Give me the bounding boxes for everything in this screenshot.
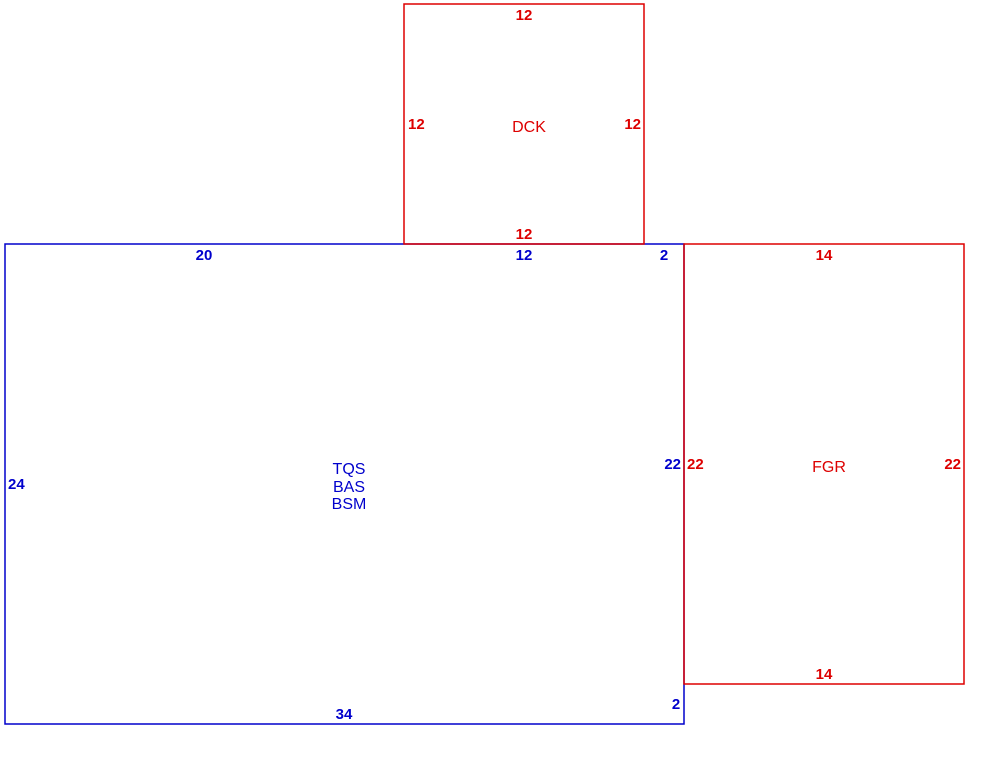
main-structure: 20 12 2 24 22 34 2 TQS BAS BSM — [4, 243, 685, 725]
deck-code: DCK — [512, 119, 546, 136]
main-dim-top-left: 20 — [196, 247, 213, 264]
garage-dim-top: 14 — [816, 247, 833, 264]
deck-outline — [403, 3, 645, 245]
main-code-1: TQS — [333, 461, 366, 478]
garage-dim-bottom: 14 — [816, 666, 833, 683]
main-dim-top-mid: 12 — [516, 247, 533, 264]
garage-code: FGR — [812, 459, 846, 476]
deck-dim-bottom: 12 — [516, 226, 533, 243]
main-dim-top-right: 2 — [660, 247, 668, 264]
garage-dim-left: 22 — [687, 456, 704, 473]
deck-dim-top: 12 — [516, 7, 533, 24]
deck-dim-left: 12 — [408, 116, 425, 133]
main-dim-bottom: 34 — [336, 706, 353, 723]
main-code-2: BAS — [333, 479, 365, 496]
main-dim-right: 22 — [664, 456, 681, 473]
garage-outline — [683, 243, 965, 685]
garage-area: 14 22 22 14 FGR — [683, 243, 965, 685]
deck-area: 12 12 12 12 DCK — [403, 3, 645, 245]
main-dim-left: 24 — [8, 476, 25, 493]
garage-dim-right: 22 — [944, 456, 961, 473]
main-dim-bottom-right: 2 — [672, 696, 680, 713]
main-code-3: BSM — [332, 496, 367, 513]
deck-dim-right: 12 — [624, 116, 641, 133]
